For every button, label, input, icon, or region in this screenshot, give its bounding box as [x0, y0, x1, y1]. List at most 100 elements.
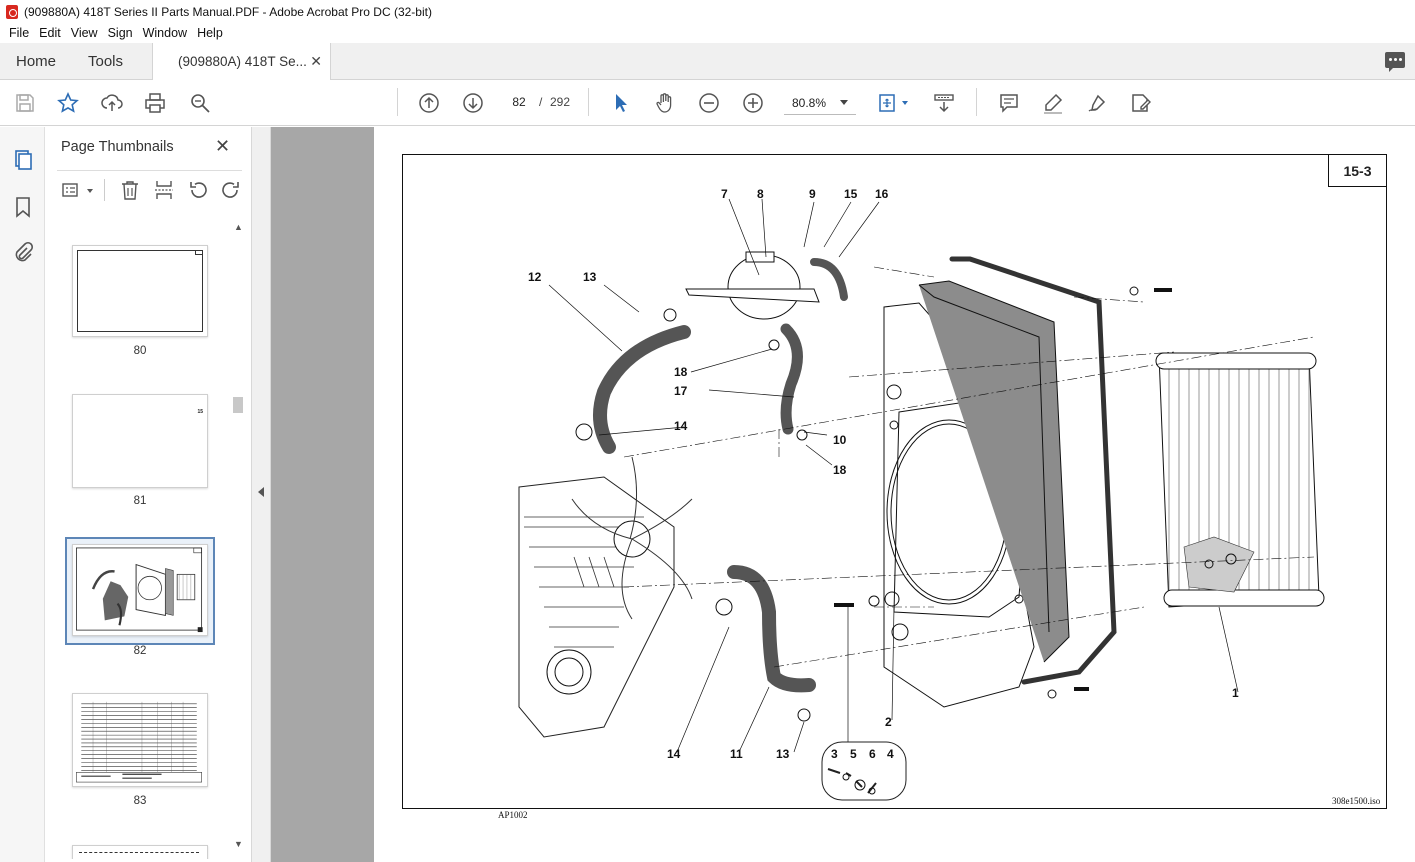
- zoom-out-icon[interactable]: [697, 91, 721, 115]
- page-frame: 15-3: [402, 154, 1387, 809]
- callout: 14: [667, 747, 681, 761]
- tab-tools[interactable]: Tools: [88, 53, 124, 70]
- file-reference: 308e1500.iso: [1332, 796, 1381, 806]
- callout: 17: [674, 384, 688, 398]
- fit-page-dropdown-icon[interactable]: [902, 101, 908, 105]
- add-comment-icon[interactable]: [997, 91, 1021, 115]
- menu-view[interactable]: View: [70, 26, 98, 40]
- callout: 16: [875, 187, 889, 201]
- thumbnails-panel: Page Thumbnails ✕ 80 15 81: [45, 127, 252, 862]
- toolbar-divider: [976, 88, 977, 116]
- menu-window[interactable]: Window: [142, 26, 188, 40]
- callout: 11: [730, 747, 743, 761]
- rotate-right-icon[interactable]: [220, 179, 242, 201]
- chevron-down-icon: [840, 100, 848, 105]
- print-icon[interactable]: [143, 91, 167, 115]
- document-viewer[interactable]: 15-3: [271, 127, 1415, 862]
- hand-tool-icon[interactable]: [653, 91, 677, 115]
- callout: 13: [583, 270, 597, 284]
- menu-bar: File Edit View Sign Window Help: [0, 23, 1415, 43]
- pdf-page: 15-3: [374, 127, 1415, 862]
- thumbnail-page-82[interactable]: [72, 544, 208, 636]
- toolbar-divider: [397, 88, 398, 116]
- bookmarks-icon[interactable]: [11, 195, 35, 219]
- thumbnail-page-80[interactable]: [72, 245, 208, 337]
- panel-divider: [104, 179, 105, 201]
- upload-icon[interactable]: [100, 91, 124, 115]
- comment-icon[interactable]: [1385, 52, 1405, 72]
- page-total: 292: [550, 95, 571, 109]
- find-icon[interactable]: [188, 91, 212, 115]
- rotate-left-icon[interactable]: [187, 179, 209, 201]
- callout: 15: [844, 187, 858, 201]
- left-rail: [0, 127, 45, 862]
- thumbnail-label: 82: [133, 645, 147, 657]
- collapse-arrow-icon[interactable]: [258, 487, 264, 497]
- window-title: (909880A) 418T Series II Parts Manual.PD…: [24, 4, 432, 19]
- fit-page-icon[interactable]: [876, 91, 900, 115]
- close-panel-icon[interactable]: ✕: [215, 136, 231, 156]
- draw-freeform-icon[interactable]: [1085, 91, 1109, 115]
- page-number-input[interactable]: [504, 91, 534, 113]
- scroll-down-icon[interactable]: ▼: [234, 839, 243, 849]
- page-number-label: 15-3: [1328, 155, 1386, 187]
- callout: 4: [887, 747, 894, 761]
- zoom-select[interactable]: 80.8%: [784, 91, 856, 115]
- page-separator: /: [539, 95, 543, 109]
- menu-help[interactable]: Help: [197, 26, 223, 40]
- image-reference: AP1002: [498, 810, 528, 820]
- thumbnail-label: 83: [133, 795, 147, 807]
- callout: 10: [833, 433, 847, 447]
- highlight-icon[interactable]: [1041, 91, 1065, 115]
- close-tab-icon[interactable]: ✕: [310, 53, 322, 69]
- toolbar-divider: [588, 88, 589, 116]
- menu-edit[interactable]: Edit: [39, 26, 61, 40]
- tab-bar: Home Tools (909880A) 418T Se... ✕: [0, 43, 1415, 80]
- callout: 6: [869, 747, 876, 761]
- callout: 9: [809, 187, 816, 201]
- toolbar: [0, 80, 1415, 126]
- callout: 7: [721, 187, 728, 201]
- panel-collapse-bar[interactable]: [252, 127, 271, 862]
- menu-file[interactable]: File: [9, 26, 30, 40]
- thumbnail-scrollbar[interactable]: ▲ ▼: [231, 219, 245, 859]
- tab-home[interactable]: Home: [16, 53, 57, 70]
- menu-sign[interactable]: Sign: [107, 26, 133, 40]
- scrolling-mode-icon[interactable]: [932, 91, 956, 115]
- panel-toolbar: [57, 170, 242, 210]
- bookmark-star-icon[interactable]: [56, 91, 80, 115]
- callout: 18: [674, 365, 688, 379]
- tab-document-label: (909880A) 418T Se...: [178, 54, 307, 69]
- acrobat-icon: [6, 4, 18, 19]
- callout: 1: [1232, 686, 1239, 700]
- callout: 8: [757, 187, 764, 201]
- page-thumbnails-icon[interactable]: [11, 147, 35, 171]
- scroll-up-icon[interactable]: ▲: [234, 222, 243, 232]
- callout: 13: [776, 747, 790, 761]
- thumbnail-label: 81: [133, 495, 147, 507]
- options-dropdown-icon[interactable]: [87, 189, 93, 193]
- title-bar: (909880A) 418T Series II Parts Manual.PD…: [0, 0, 1415, 23]
- previous-page-icon[interactable]: [417, 91, 441, 115]
- callout: 3: [831, 747, 838, 761]
- callout: 2: [885, 715, 892, 729]
- thumbnail-list: 80 15 81 82: [45, 219, 233, 859]
- attachments-icon[interactable]: [11, 241, 35, 265]
- insert-page-icon[interactable]: [153, 179, 175, 201]
- fill-sign-icon[interactable]: [1128, 91, 1152, 115]
- callout: 14: [674, 419, 688, 433]
- next-page-icon[interactable]: [461, 91, 485, 115]
- panel-title: Page Thumbnails: [61, 139, 174, 155]
- callout: 18: [833, 463, 847, 477]
- scroll-thumb[interactable]: [233, 397, 243, 413]
- thumbnail-options-icon[interactable]: [61, 179, 83, 201]
- thumbnail-label: 80: [133, 345, 147, 357]
- thumbnail-page-84[interactable]: [72, 845, 208, 859]
- select-cursor-icon[interactable]: [609, 91, 633, 115]
- tab-document[interactable]: (909880A) 418T Se... ✕: [152, 43, 331, 80]
- save-icon[interactable]: [13, 91, 37, 115]
- thumbnail-page-81[interactable]: 15: [72, 394, 208, 488]
- delete-page-icon[interactable]: [119, 179, 141, 201]
- zoom-in-icon[interactable]: [741, 91, 765, 115]
- thumbnail-page-83[interactable]: [72, 693, 208, 787]
